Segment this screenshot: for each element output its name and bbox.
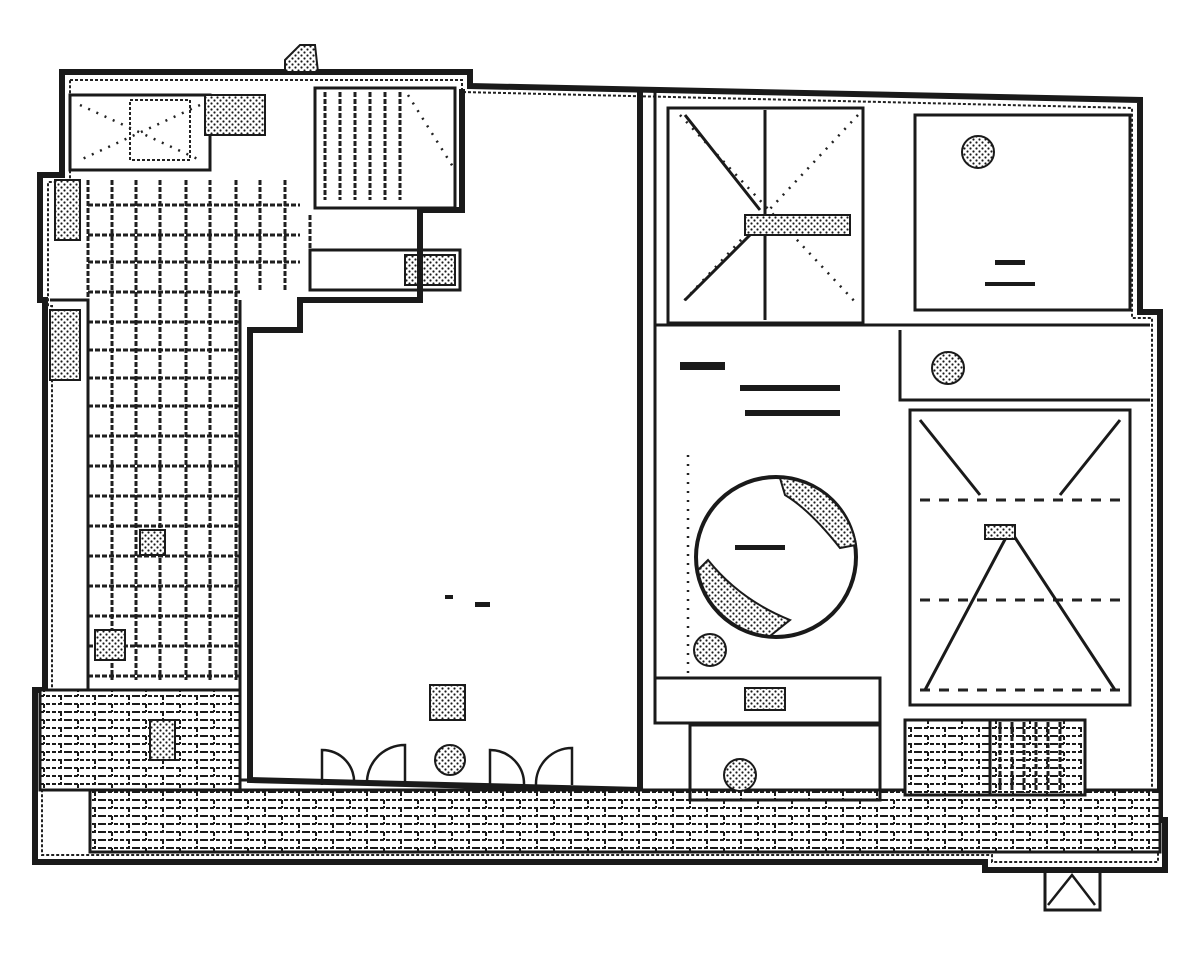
service-room [653,676,882,802]
entrance-steps [1043,868,1102,912]
staircase-southeast [988,718,1087,797]
north-projection [284,44,320,73]
circular-platform [686,455,858,680]
west-fragments [49,179,176,761]
south-room-right [908,408,1132,707]
north-room-left [68,93,266,172]
outer-wall [32,69,1168,873]
main-hall [247,87,657,794]
double-doors-south [320,743,574,786]
staircase-north [308,86,462,292]
stone-plinth [38,688,1162,854]
north-room-right [666,106,1132,325]
middle-corridor [655,323,1150,416]
